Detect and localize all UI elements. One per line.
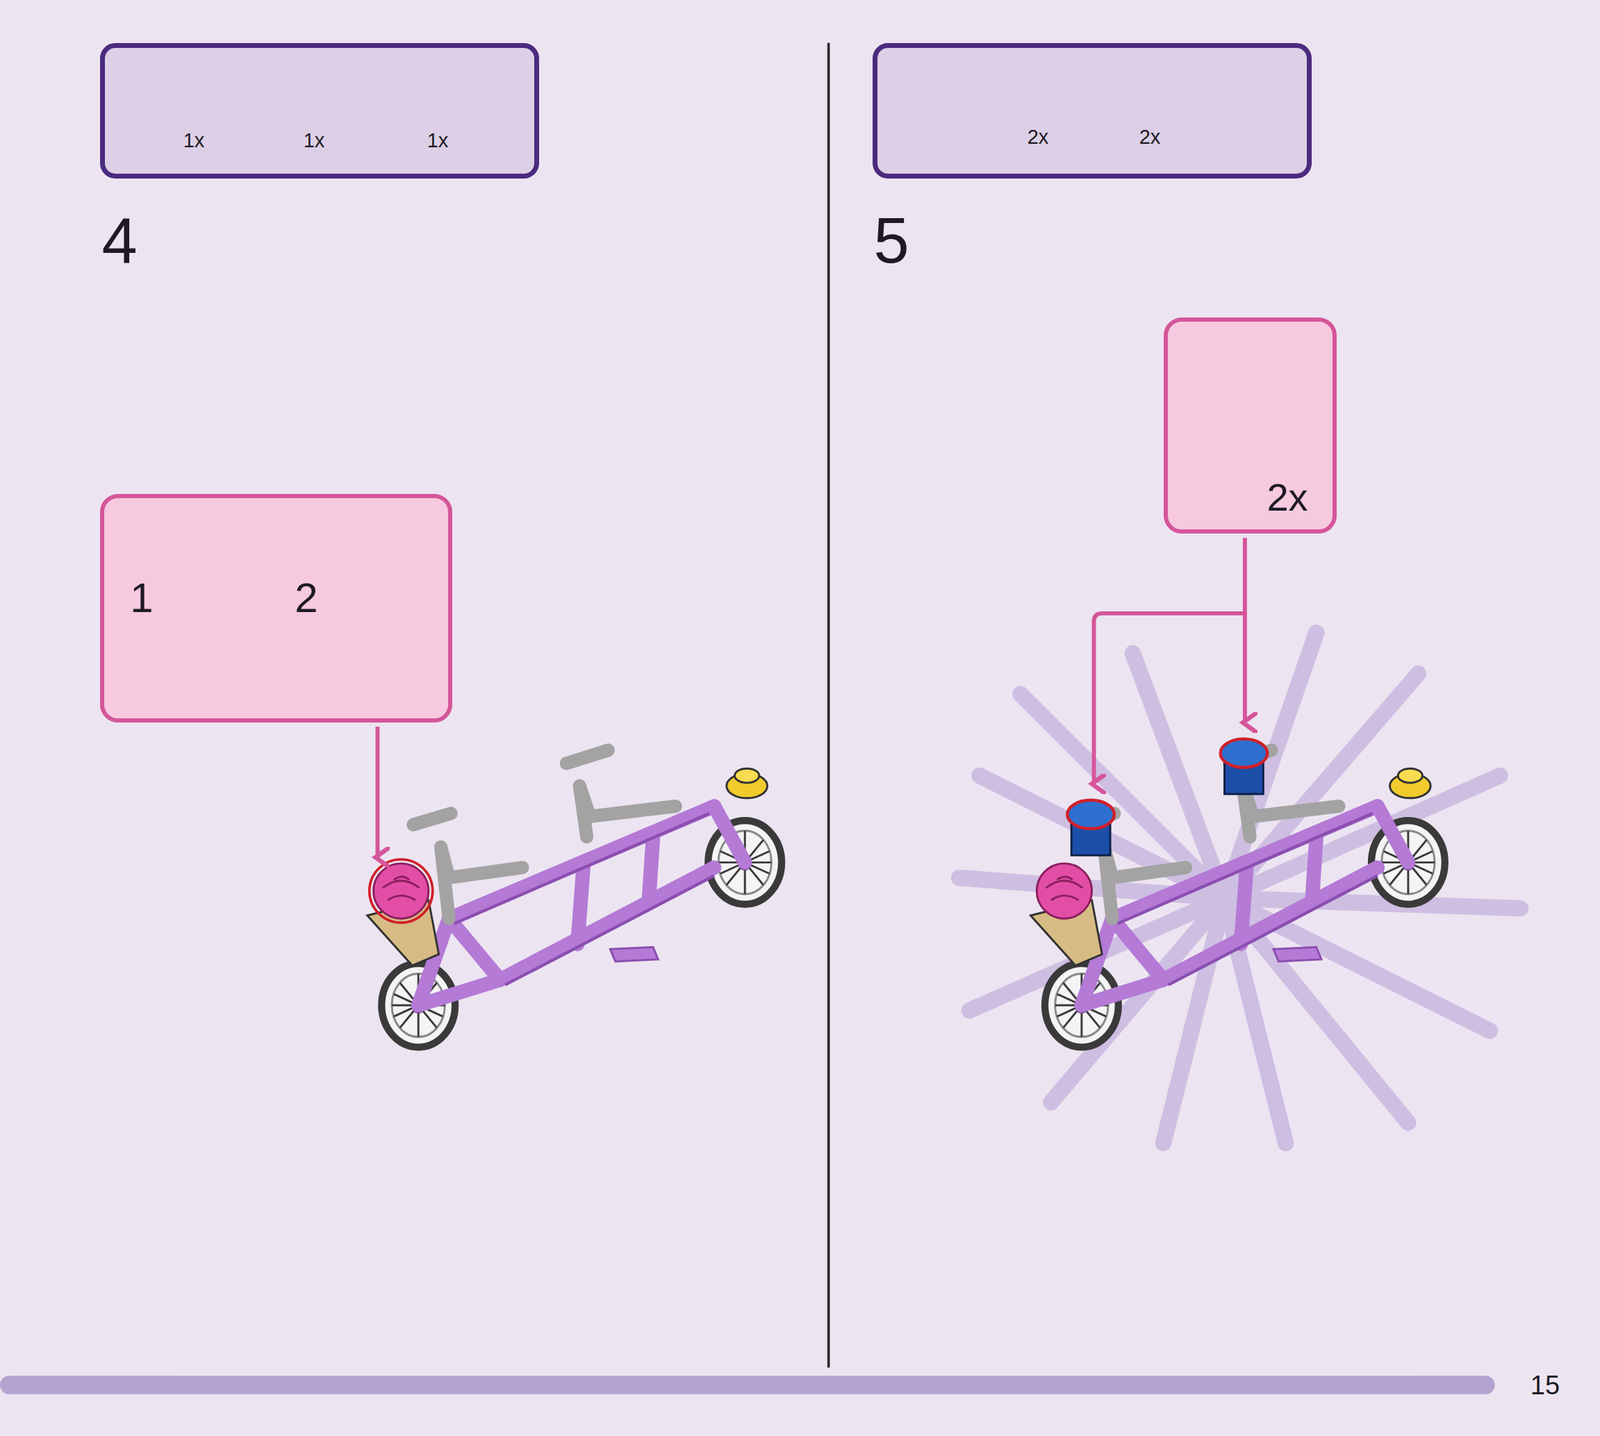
callout-number: 2 — [294, 577, 318, 620]
part-count: 1x — [427, 130, 449, 151]
sub-assembly-callout: 2x — [1163, 317, 1337, 534]
part-count: 2x — [1139, 127, 1161, 148]
part-count: 2x — [1027, 127, 1050, 148]
part-count: 1x — [183, 130, 205, 151]
parts-list: 1x 1x 1x — [100, 43, 540, 179]
callout-number: 1 — [129, 577, 153, 620]
page-number: 15 — [1530, 1372, 1560, 1399]
step-number: 5 — [873, 208, 909, 273]
parts-list: 2x 2x — [872, 43, 1312, 179]
callout-number: 2x — [1266, 477, 1308, 517]
step-number: 4 — [101, 208, 137, 273]
sub-assembly-callout: 12 — [100, 493, 453, 723]
part-count: 1x — [303, 130, 326, 151]
